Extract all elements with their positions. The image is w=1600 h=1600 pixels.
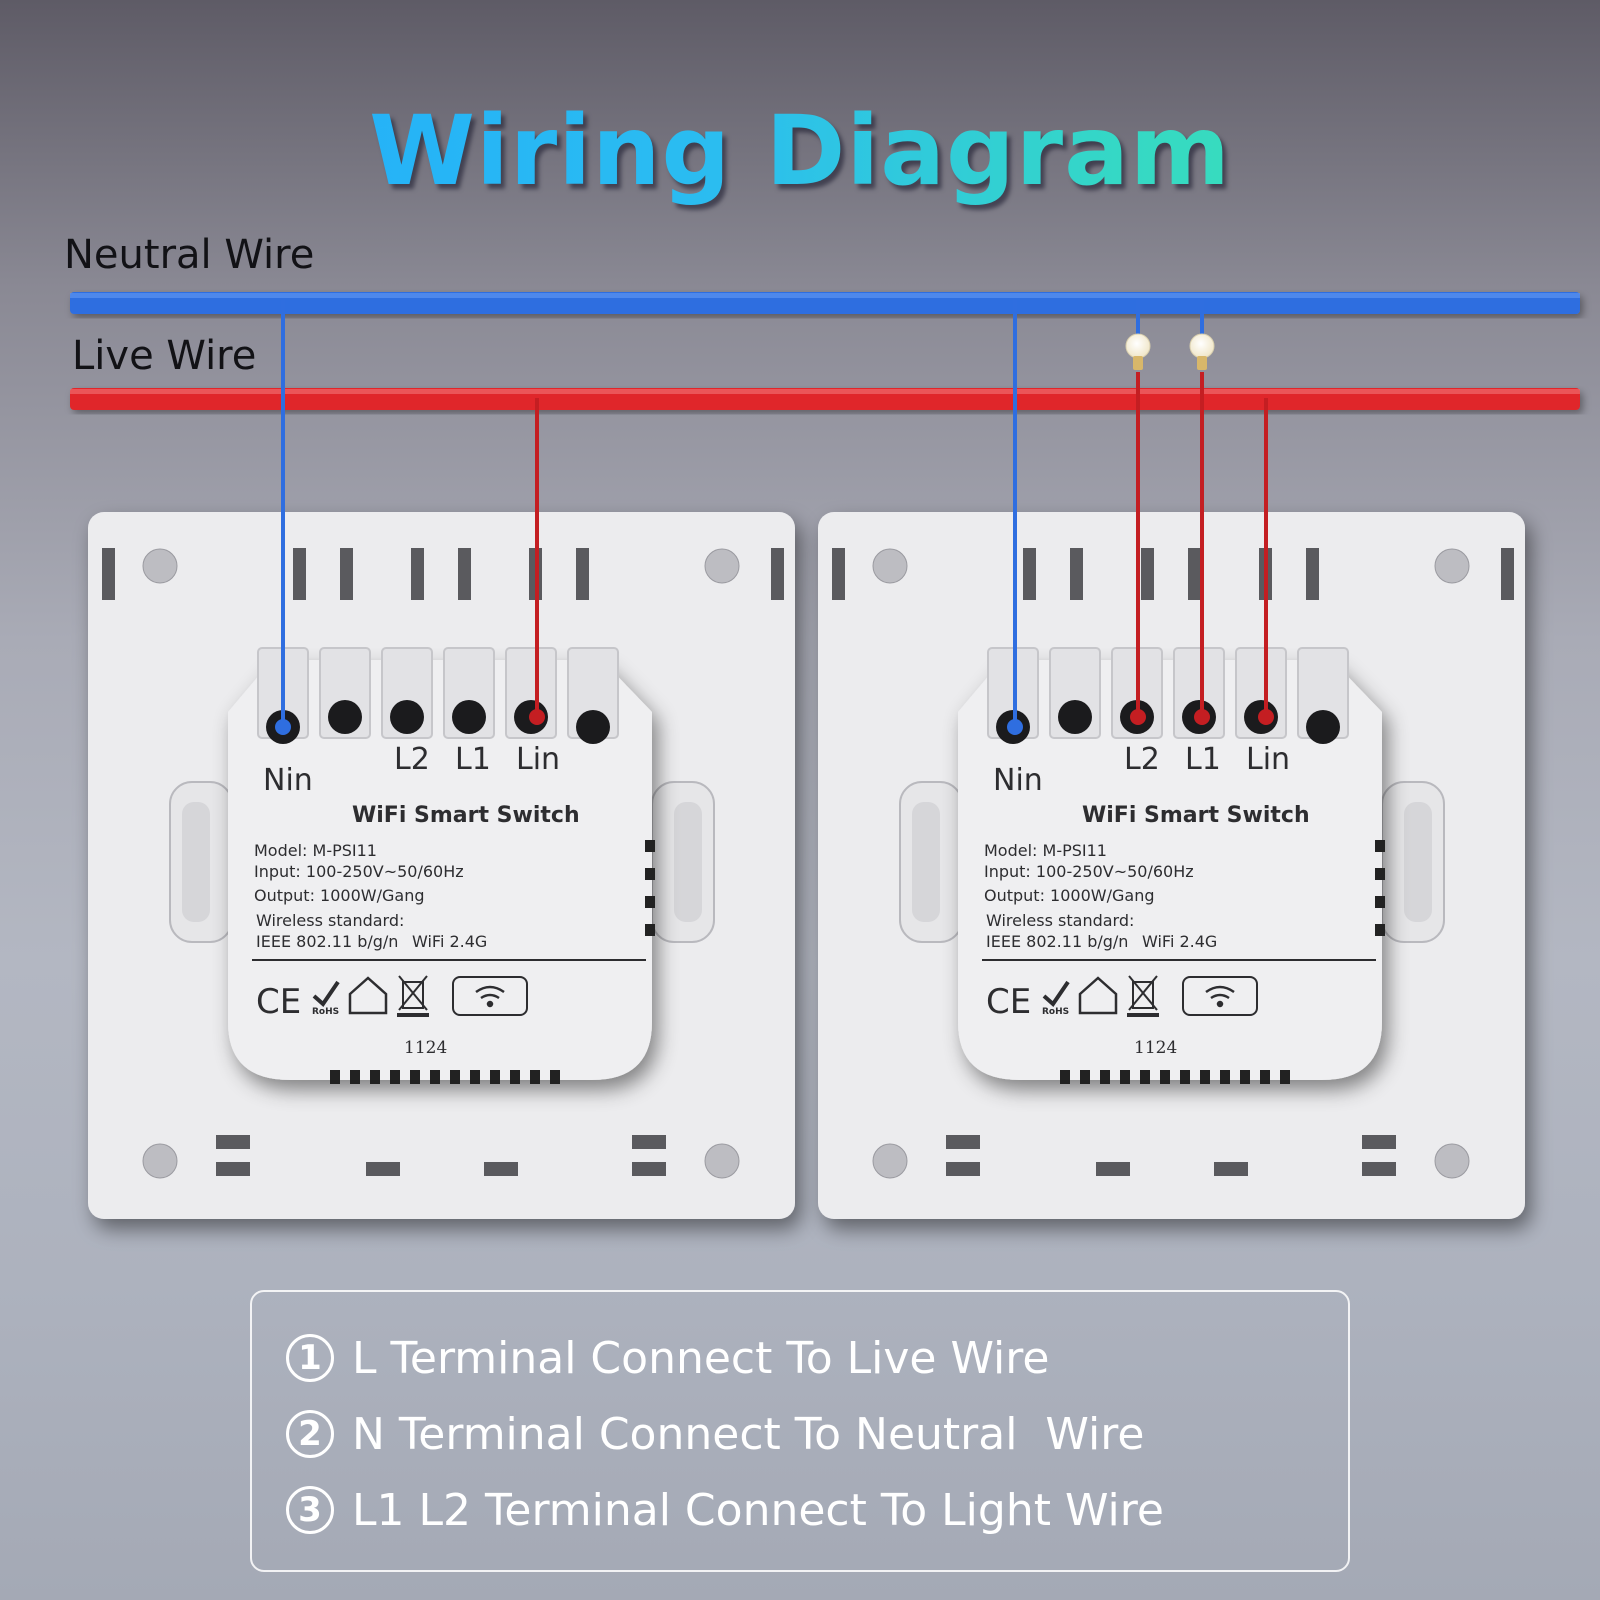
screw-hole	[872, 548, 908, 584]
spec-output: Output: 1000W/Gang	[984, 886, 1154, 905]
spec-wireless: Wireless standard:	[986, 911, 1134, 930]
terminal-label-l1: L1	[455, 742, 491, 777]
module-body	[958, 660, 1382, 1080]
wifi-icon	[475, 985, 505, 1008]
instructions-box: 1 L Terminal Connect To Live Wire 2 N Te…	[250, 1290, 1350, 1572]
terminal-label-l2: L2	[1124, 742, 1160, 777]
mounting-slots	[832, 548, 1514, 1176]
instruction-item: 3 L1 L2 Terminal Connect To Light Wire	[252, 1472, 1348, 1548]
spec-ieee: IEEE 802.11 b/g/n	[256, 932, 398, 951]
terminal-label-nin: Nin	[993, 763, 1043, 798]
terminal-label-nin: Nin	[263, 763, 313, 798]
vent-slots	[1060, 840, 1385, 1084]
spec-model: Model: M-PSI11	[984, 841, 1107, 860]
connection-wires	[281, 300, 1268, 727]
switch-device-1: Nin L2 L1 Lin WiFi Smart Switch Model: M…	[88, 512, 795, 1219]
step-number: 1	[286, 1334, 334, 1382]
spec-wifi: WiFi 2.4G	[412, 932, 487, 951]
screw-hole	[704, 548, 740, 584]
terminal-label-lin: Lin	[516, 742, 560, 777]
house-icon	[1078, 976, 1118, 1015]
weee-bin-icon	[1127, 975, 1159, 1017]
diagram-title: Wiring Diagram	[0, 95, 1600, 207]
spec-wifi: WiFi 2.4G	[1142, 932, 1217, 951]
screw-hole	[142, 1143, 178, 1179]
spec-ieee: IEEE 802.11 b/g/n	[986, 932, 1128, 951]
step-number: 2	[286, 1410, 334, 1458]
ce-mark: CE	[256, 982, 301, 1022]
spec-wireless: Wireless standard:	[256, 911, 404, 930]
rohs-mark: RoHS	[312, 1007, 339, 1017]
neutral-wire-label: Neutral Wire	[64, 232, 315, 278]
module-body	[228, 660, 652, 1080]
weee-bin-icon	[397, 975, 429, 1017]
house-icon	[348, 976, 388, 1015]
live-wire-label: Live Wire	[72, 333, 257, 379]
light-bulb-icon	[1125, 333, 1151, 370]
wire-endpoints	[275, 709, 1274, 735]
screw-hole	[704, 1143, 740, 1179]
spec-input: Input: 100-250V~50/60Hz	[254, 862, 464, 881]
instruction-text: L1 L2 Terminal Connect To Light Wire	[352, 1484, 1164, 1536]
instruction-item: 1 L Terminal Connect To Live Wire	[252, 1320, 1348, 1396]
instruction-text: L Terminal Connect To Live Wire	[352, 1332, 1050, 1384]
spec-output: Output: 1000W/Gang	[254, 886, 424, 905]
spec-model: Model: M-PSI11	[254, 841, 377, 860]
mounting-slots	[102, 548, 784, 1176]
screw-hole	[1434, 1143, 1470, 1179]
module-brand: WiFi Smart Switch	[352, 803, 580, 828]
wifi-badge	[1182, 976, 1258, 1016]
switch-device-2: Nin L2 L1 Lin WiFi Smart Switch Model: M…	[818, 512, 1525, 1219]
instruction-text: N Terminal Connect To Neutral Wire	[352, 1408, 1145, 1460]
rohs-check-icon	[1042, 980, 1070, 1008]
ce-mark: CE	[986, 982, 1031, 1022]
spec-input: Input: 100-250V~50/60Hz	[984, 862, 1194, 881]
screw-hole	[1434, 548, 1470, 584]
wifi-icon	[1205, 985, 1235, 1008]
wifi-badge	[452, 976, 528, 1016]
terminal-holes	[266, 700, 610, 744]
step-number: 3	[286, 1486, 334, 1534]
module-code: 1124	[404, 1038, 447, 1058]
terminal-label-lin: Lin	[1246, 742, 1290, 777]
terminal-label-l1: L1	[1185, 742, 1221, 777]
screw-hole	[872, 1143, 908, 1179]
instruction-item: 2 N Terminal Connect To Neutral Wire	[252, 1396, 1348, 1472]
terminal-label-l2: L2	[394, 742, 430, 777]
rohs-mark: RoHS	[1042, 1007, 1069, 1017]
module-brand: WiFi Smart Switch	[1082, 803, 1310, 828]
vent-slots	[330, 840, 655, 1084]
screw-hole	[142, 548, 178, 584]
rohs-check-icon	[312, 980, 340, 1008]
module-code: 1124	[1134, 1038, 1177, 1058]
light-bulb-icon	[1189, 333, 1215, 370]
